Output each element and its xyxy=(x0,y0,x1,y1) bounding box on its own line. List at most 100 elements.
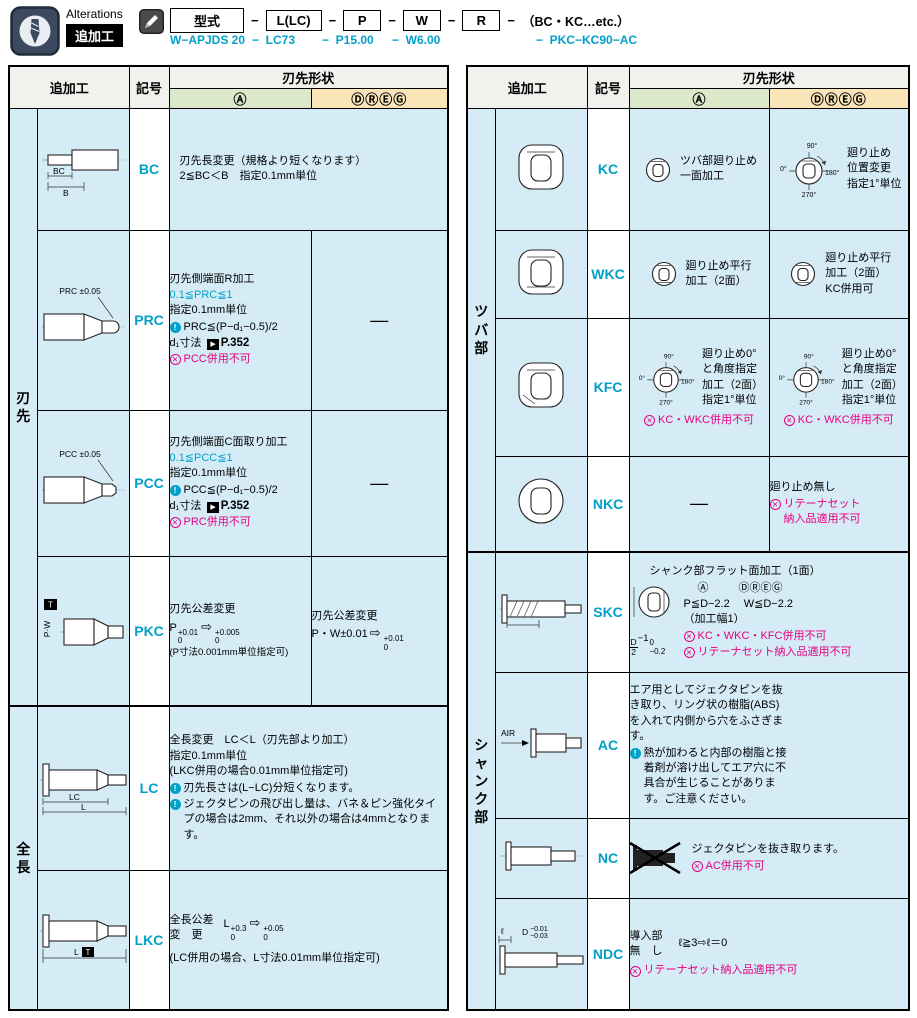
wkc-dcut-icon xyxy=(651,261,676,287)
angle-90-label: 90° xyxy=(807,142,818,150)
prc-page: P.352 xyxy=(220,336,250,349)
bc-line2: 2≦BC＜B 指定0.1mm単位 xyxy=(179,170,318,182)
row-bc: 刃先 BC B BC 刃先長変更（規格より短くなります） 2≦BC＜B 指定0.… xyxy=(8,107,449,707)
ban-icon: ✕ xyxy=(691,860,703,872)
pcc-formula: PCC≦(P−d₁−0.5)/2 xyxy=(183,483,278,496)
lkc-datum-symbol: T xyxy=(85,948,90,957)
kfc-ban: ✕KC・WKC併用不可 xyxy=(644,413,754,428)
ndc-title: 導入部無 し xyxy=(629,929,663,958)
header-tsuikako: 追加工 xyxy=(8,65,130,109)
skc-code: SKC xyxy=(586,551,630,673)
header-kigo: 記号 xyxy=(586,65,630,109)
nc-text-block: ジェクタピンを抜き取ります。 ✕AC併用不可 xyxy=(691,842,844,874)
nc-code: NC xyxy=(586,817,630,899)
pcc-ref: d₁寸法▶P.352 xyxy=(170,498,311,514)
nkc-diagram-cell xyxy=(494,455,588,553)
tol-base: P・W±0.01 xyxy=(311,628,368,641)
kfc-dreg-content: 90° 0° 180° 270° xyxy=(768,317,910,457)
kc-a-text: ツバ部廻り止め 一面加工 xyxy=(680,154,758,182)
example-w: − W6.00 xyxy=(392,33,441,47)
nc-removed-pin-icon xyxy=(629,842,681,874)
no-option-dash: — xyxy=(690,493,709,514)
lc-dim-label: LC xyxy=(69,792,80,802)
group-label: シャンク部 xyxy=(474,736,489,826)
kfc-angle-diagram: 90° 0° 180° 270° xyxy=(639,352,695,406)
example-model: W−APJDS 20 xyxy=(170,33,246,47)
tsuikako-badge: 追加工 xyxy=(66,24,124,47)
ndc-condition: ℓ≧3⇨ℓ＝0 xyxy=(678,937,728,950)
bc-pin-diagram: BC B xyxy=(42,148,124,198)
type-a-mark: Ⓐ xyxy=(697,582,709,595)
prc-dim-label: PRC ±0.05 xyxy=(59,286,101,296)
lkc-title: 全長公差変 更 xyxy=(169,913,214,942)
row-skc: シャンク部 SKC シャンク部フラット面加工（1面） xyxy=(466,551,910,1011)
ac-text: エア用としてジェクタピンを抜き取り、リング状の樹脂(ABS)を入れて内側から穴を… xyxy=(629,683,784,743)
wkc-a-text: 廻り止め平行 加工（2面） xyxy=(685,259,752,287)
lc-diagram-cell: LC L xyxy=(36,705,130,871)
kc-a-content: ツバ部廻り止め 一面加工 xyxy=(628,107,770,231)
change-arrow-icon: ⇨ xyxy=(369,625,381,641)
prc-ref: d₁寸法▶P.352 xyxy=(170,335,311,351)
skc-pin-diagram xyxy=(500,594,582,628)
ndc-content: 導入部無 し ℓ≧3⇨ℓ＝0 ✕リテーナセット納入品適用不可 xyxy=(628,897,910,1011)
angle-270-label: 270° xyxy=(659,398,673,406)
row-nkc: NKC — 廻り止め無し ✕リテーナセット 納入品適用不可 xyxy=(467,455,910,553)
type-dreg-mark: ⒹⓇⒺⒼ xyxy=(738,582,783,595)
angle-90-label: 90° xyxy=(664,352,674,360)
ac-diagram-cell: AIR xyxy=(494,671,588,819)
header-type-dreg: ⒹⓇⒺⒼ xyxy=(310,87,449,109)
lkc-line2: (LC併用の場合、L寸法0.01mm単位指定可) xyxy=(169,952,380,965)
prc-pin-diagram: PRC ±0.05 xyxy=(42,286,124,341)
lkc-diagram-cell: L T xyxy=(36,869,130,1011)
angle-180-label: 180° xyxy=(681,377,695,385)
dash: − xyxy=(328,13,337,28)
dash: − xyxy=(507,13,515,28)
lc-code: LC xyxy=(128,705,170,871)
ndc-lead-dim-label: ℓ xyxy=(500,926,504,936)
ac-note: !熱が加わると内部の樹脂と接着剤が溶け出してエア穴に不具合が生じることがあります… xyxy=(629,746,790,808)
page-ref-icon: ▶ xyxy=(207,501,219,513)
note-icon: ! xyxy=(169,484,181,496)
nc-pin-diagram xyxy=(500,840,582,871)
formula-p-box: P xyxy=(343,10,382,31)
ndc-d-dim-label: D xyxy=(522,927,528,937)
model-number-formula: 型式 − L(LC) − P − W − R − （BC・KC…etc.） xyxy=(170,8,630,33)
skc-width-note: （加工幅1） xyxy=(683,613,745,626)
pcc-dim-label: PCC ±0.05 xyxy=(59,449,101,459)
header-type-a: Ⓐ xyxy=(628,87,770,109)
prc-diagram-cell: PRC ±0.05 xyxy=(36,229,130,411)
angle-0-label: 0° xyxy=(778,374,785,382)
example-p: − P15.00 xyxy=(322,33,374,47)
row-wkc: WKC 廻り止め平行 加工（2面） xyxy=(467,229,910,319)
pkc-diagram-cell: T P·W xyxy=(36,555,130,707)
note-icon: ! xyxy=(169,798,181,810)
bc-dim-label: BC xyxy=(53,166,65,176)
tol-base: L xyxy=(223,917,230,930)
angle-90-label: 90° xyxy=(804,352,814,360)
nkc-dreg-content: 廻り止め無し ✕リテーナセット 納入品適用不可 xyxy=(768,455,910,553)
nkc-flange-diagram xyxy=(518,478,564,524)
ndc-pin-diagram: ℓ D −0.01 −0.03 xyxy=(497,926,586,975)
nc-diagram-cell xyxy=(494,817,588,899)
nkc-code: NKC xyxy=(586,455,630,553)
tol-stack: 0−0.2 xyxy=(649,637,666,656)
wkc-dcut-icon xyxy=(791,261,816,287)
note-icon: ! xyxy=(169,321,181,333)
lkc-pin-diagram: L T xyxy=(39,914,128,964)
group-blade-tip: 刃先 xyxy=(8,107,38,707)
pkc-a-line1: 刃先公差変更 xyxy=(169,603,236,616)
wkc-dreg-content: 廻り止め平行 加工（2面） KC併用可 xyxy=(768,229,910,319)
prc-content: 刃先側端面R加工 0.1≦PRC≦1 指定0.1mm単位 !PRC≦(P−d₁−… xyxy=(168,229,312,411)
kc-code: KC xyxy=(586,107,630,231)
angle-180-label: 180° xyxy=(825,169,840,177)
lc-note2: !ジェクタピンの飛び出し量は、バネ＆ピン強化タイプの場合は2mm、それ以外の場合… xyxy=(169,797,448,843)
header-kigo: 記号 xyxy=(128,65,170,109)
